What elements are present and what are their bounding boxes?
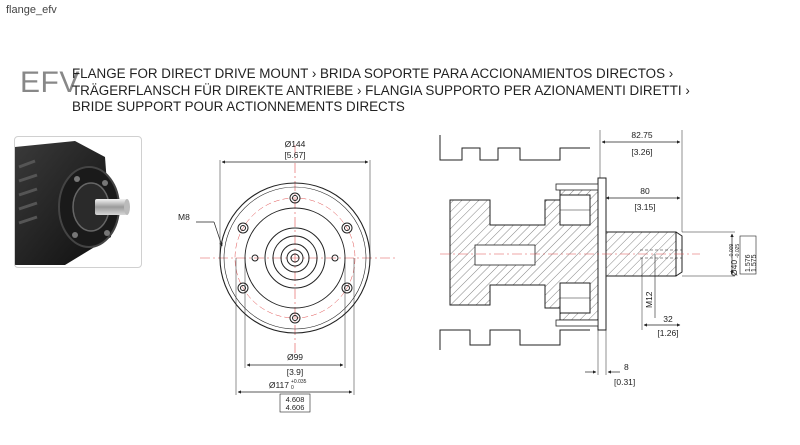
dim-32-in: [1.26] [657,328,678,338]
dim-dia-144-in: [5.67] [284,150,305,160]
file-label: flange_efv [6,4,57,16]
front-view-labels: Ø144 [5.67] M8 Ø99 [3.9] Ø117 +0.035 0 4… [178,139,307,412]
product-photo [14,136,142,268]
bolt-holes [237,192,353,324]
dim-32: 32 [663,314,673,324]
dim-8-in: [0.31] [614,377,635,387]
dim-80-in: [3.15] [634,202,655,212]
dim-dia-99-in: [3.9] [287,367,304,377]
dim-dia-99: Ø99 [287,352,303,362]
title-line-3: BRIDE SUPPORT POUR ACTIONNEMENTS DIRECTS [72,99,405,114]
dim-shaft-in-lower: 1.575 [751,254,758,272]
thread-m12: M12 [644,291,654,308]
dim-shaft-tol-lower: -0.025 [735,244,741,258]
dim-dia-117-tol-lower: 0 [291,385,294,391]
title-line-2: TRÄGERFLANSCH FÜR DIREKTE ANTRIEBE › FLA… [72,82,690,98]
title-line-1: FLANGE FOR DIRECT DRIVE MOUNT › BRIDA SO… [72,66,674,81]
dim-dia-117-in-upper: 4.608 [286,395,305,404]
thread-m8: M8 [178,212,190,222]
dim-8: 8 [624,362,629,372]
dim-dia-117-tol-upper: +0.035 [291,379,307,385]
dim-82-75-in: [3.26] [631,147,652,157]
front-view [196,145,395,413]
product-code: EFV [20,66,80,99]
section-view [439,130,757,375]
dim-shaft-in-upper: 1.576 [745,254,752,272]
dim-dia-144: Ø144 [285,139,306,149]
dim-82-75: 82.75 [631,130,653,140]
dim-80: 80 [640,186,650,196]
section-view-labels: 82.75 [3.26] 80 [3.15] Ø40 -0.009 -0.025… [614,130,758,387]
dim-shaft-dia: Ø40 [729,260,739,276]
dim-dia-117: Ø117 [269,380,289,390]
title-block: FLANGE FOR DIRECT DRIVE MOUNT › BRIDA SO… [72,66,690,116]
gearbox-illustration [15,141,130,265]
dim-dia-117-in-lower: 4.606 [286,403,305,412]
dim-shaft-tol-upper: -0.009 [729,244,735,258]
